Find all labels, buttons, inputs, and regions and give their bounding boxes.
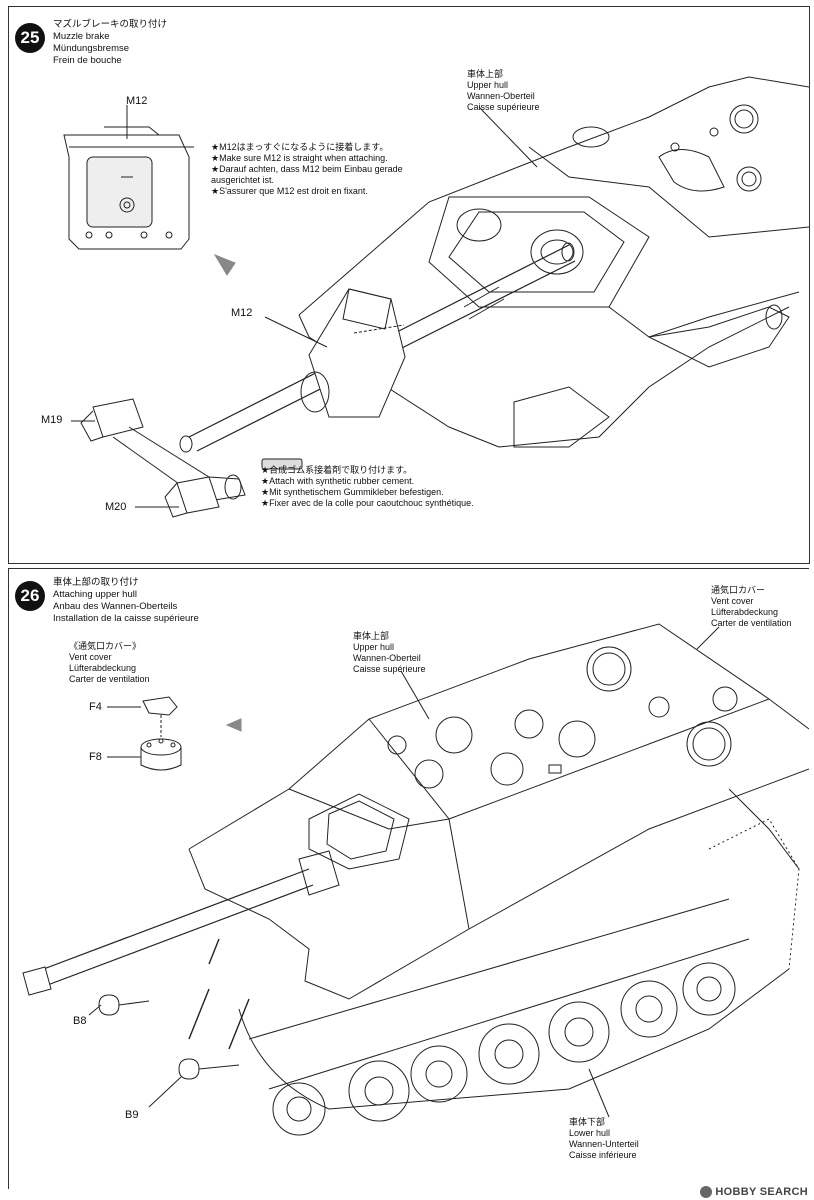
muzzle-brake-illustration <box>63 76 809 518</box>
part-label-m19: M19 <box>41 414 63 426</box>
part-label-m20: M20 <box>105 501 127 513</box>
part-label-f4: F4 <box>89 701 102 713</box>
step-25-panel: 25 マズルブレーキの取り付け Muzzle brake Mündungsbre… <box>8 6 810 564</box>
step-title: マズルブレーキの取り付け Muzzle brake Mündungsbremse… <box>53 19 168 66</box>
vent-cover-label-left: 《通気口カバー》 Vent cover Lüfterabdeckung Cart… <box>69 641 150 684</box>
note-straight-attachment: ★M12はまっすぐになるように接着します。 ★Make sure M12 is … <box>211 142 403 196</box>
step-number-badge: 25 <box>15 23 45 53</box>
upper-hull-label: 車体上部 Upper hull Wannen-Oberteil Caisse s… <box>467 69 540 112</box>
vent-cover-label-right: 通気口カバー Vent cover Lüfterabdeckung Carter… <box>711 585 792 628</box>
step-number-badge: 26 <box>15 581 45 611</box>
step-26-panel: 26 車体上部の取り付け Attaching upper hull Anbau … <box>8 568 809 1189</box>
upper-hull-assembly-illustration <box>22 623 809 1136</box>
part-label-f8: F8 <box>89 751 102 763</box>
part-label-b8: B8 <box>73 1015 87 1027</box>
watermark: HOBBY SEARCH <box>700 1186 808 1198</box>
part-label-b9: B9 <box>125 1109 139 1121</box>
lower-hull-label: 車体下部 Lower hull Wannen-Unterteil Caisse … <box>569 1117 639 1160</box>
upper-hull-label: 車体上部 Upper hull Wannen-Oberteil Caisse s… <box>353 631 426 674</box>
part-label-m12: M12 <box>231 307 253 319</box>
part-label-m12-detail: M12 <box>126 95 148 107</box>
step-title: 車体上部の取り付け Attaching upper hull Anbau des… <box>53 577 199 624</box>
note-rubber-cement: ★合成ゴム系接着剤で取り付けます。 ★Attach with synthetic… <box>261 465 474 508</box>
watermark-logo-icon <box>700 1186 713 1198</box>
